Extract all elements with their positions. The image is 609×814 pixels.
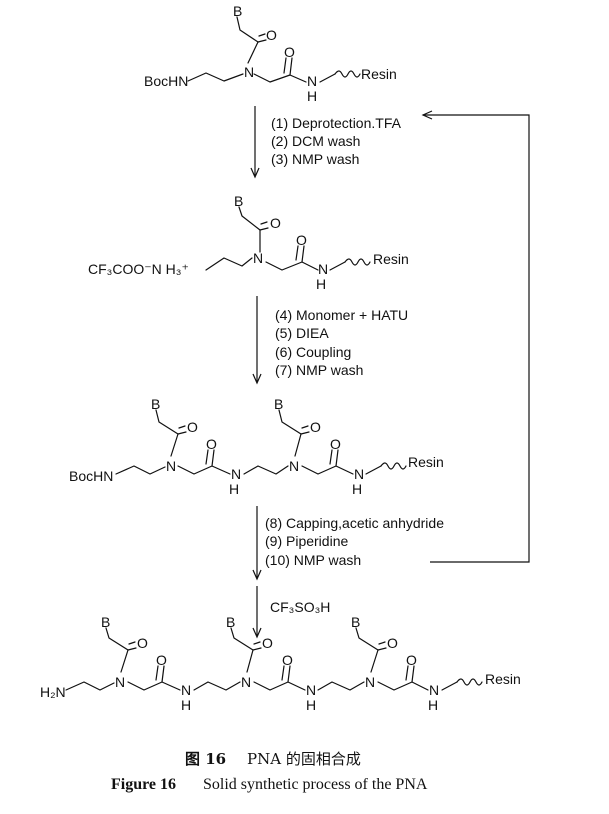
- carbonyl-oxygen-label: O: [296, 232, 307, 248]
- caption-zh-text: PNA 的固相合成: [247, 750, 361, 768]
- carbonyl-oxygen-label: O: [266, 27, 277, 43]
- amide-nitrogen-label: N: [115, 674, 125, 690]
- amide-nh-label: N: [231, 466, 241, 482]
- resin-label: Resin: [485, 671, 521, 687]
- carbonyl-oxygen-label: O: [262, 635, 273, 651]
- step-10-text: (10) NMP wash: [265, 552, 361, 568]
- carbonyl-oxygen-label: O: [137, 635, 148, 651]
- caption-zh-label: 图 16: [185, 750, 226, 768]
- amide-h-label: H: [316, 276, 326, 292]
- step-2-text: (2) DCM wash: [271, 133, 360, 149]
- nucleobase-label: B: [351, 614, 360, 630]
- figure-caption: 图 16 PNA 的固相合成 Figure 16 Solid synthetic…: [111, 750, 428, 793]
- reaction-arrow-4: [252, 586, 262, 639]
- step-7-text: (7) NMP wash: [275, 362, 363, 378]
- repeat-cycle-arrow: [421, 110, 530, 563]
- amide-nh-label: N: [318, 261, 328, 277]
- reaction-conditions-3: (8) Capping,acetic anhydride (9) Piperid…: [265, 515, 444, 568]
- amide-nh-label: N: [306, 682, 316, 698]
- step-1-text: (1) Deprotection.TFA: [271, 115, 402, 131]
- amide-nitrogen-label: N: [365, 674, 375, 690]
- reaction-arrow-1: [250, 106, 260, 179]
- boc-nh-label: BocHN: [69, 468, 113, 484]
- resin-label: Resin: [361, 66, 397, 82]
- structure-h2n-pna-trimer-resin: H₂N N N N N H N H N H O O O O O O B B B …: [40, 614, 521, 713]
- nucleobase-label: B: [101, 614, 110, 630]
- step-3-text: (3) NMP wash: [271, 151, 359, 167]
- tfa-ammonium-salt-label: CF₃COO⁻N H₃⁺: [88, 261, 189, 277]
- amide-nitrogen-label: N: [244, 64, 254, 80]
- caption-en-text: Solid synthetic process of the PNA: [203, 776, 428, 793]
- step-9-text: (9) Piperidine: [265, 533, 348, 549]
- structure-boc-pna-resin: BocHN N N H O O B Resin: [144, 3, 397, 104]
- carbonyl-oxygen-label: O: [270, 215, 281, 231]
- carbonyl-oxygen-label: O: [387, 635, 398, 651]
- amide-nitrogen-label: N: [253, 250, 263, 266]
- boc-nh-label: BocHN: [144, 73, 188, 89]
- reaction-arrow-2: [252, 296, 262, 385]
- amide-nh-label: N: [429, 682, 439, 698]
- carbonyl-oxygen-label: O: [310, 419, 321, 435]
- carbonyl-oxygen-label: O: [156, 652, 167, 668]
- resin-label: Resin: [373, 251, 409, 267]
- step-5-text: (5) DIEA: [275, 325, 329, 341]
- nucleobase-label: B: [151, 396, 160, 412]
- step-6-text: (6) Coupling: [275, 344, 351, 360]
- amide-h-label: H: [352, 481, 362, 497]
- step-8-text: (8) Capping,acetic anhydride: [265, 515, 444, 531]
- amide-h-label: H: [229, 481, 239, 497]
- cleavage-reagent-label: CF₃SO₃H: [270, 599, 330, 615]
- amide-nitrogen-label: N: [289, 458, 299, 474]
- structure-tfa-salt-pna-resin: CF₃COO⁻N H₃⁺ N N H O O B Resin: [88, 193, 409, 292]
- amide-nitrogen-label: N: [241, 674, 251, 690]
- carbonyl-oxygen-label: O: [282, 652, 293, 668]
- carbonyl-oxygen-label: O: [284, 44, 295, 60]
- reaction-arrow-3: [252, 506, 262, 581]
- resin-label: Resin: [408, 454, 444, 470]
- carbonyl-oxygen-label: O: [187, 419, 198, 435]
- amide-h-label: H: [181, 697, 191, 713]
- nucleobase-label: B: [226, 614, 235, 630]
- amide-h-label: H: [306, 697, 316, 713]
- carbonyl-oxygen-label: O: [406, 652, 417, 668]
- reaction-conditions-1: (1) Deprotection.TFA (2) DCM wash (3) NM…: [271, 115, 402, 167]
- nucleobase-label: B: [234, 193, 243, 209]
- carbonyl-oxygen-label: O: [330, 436, 341, 452]
- amide-nh-label: N: [181, 682, 191, 698]
- structure-boc-pna-dimer-resin: BocHN N N N H N H O O O O B B Resin: [69, 396, 444, 497]
- amide-nitrogen-label: N: [166, 458, 176, 474]
- amide-nh-label: N: [354, 466, 364, 482]
- reaction-conditions-2: (4) Monomer + HATU (5) DIEA (6) Coupling…: [275, 307, 408, 378]
- carbonyl-oxygen-label: O: [206, 436, 217, 452]
- step-4-text: (4) Monomer + HATU: [275, 307, 408, 323]
- nucleobase-label: B: [274, 396, 283, 412]
- nucleobase-label: B: [233, 3, 242, 19]
- caption-en-label: Figure 16: [111, 776, 176, 793]
- amide-nh-label: N: [307, 73, 317, 89]
- free-amine-label: H₂N: [40, 684, 66, 700]
- amide-h-label: H: [307, 88, 317, 104]
- amide-h-label: H: [428, 697, 438, 713]
